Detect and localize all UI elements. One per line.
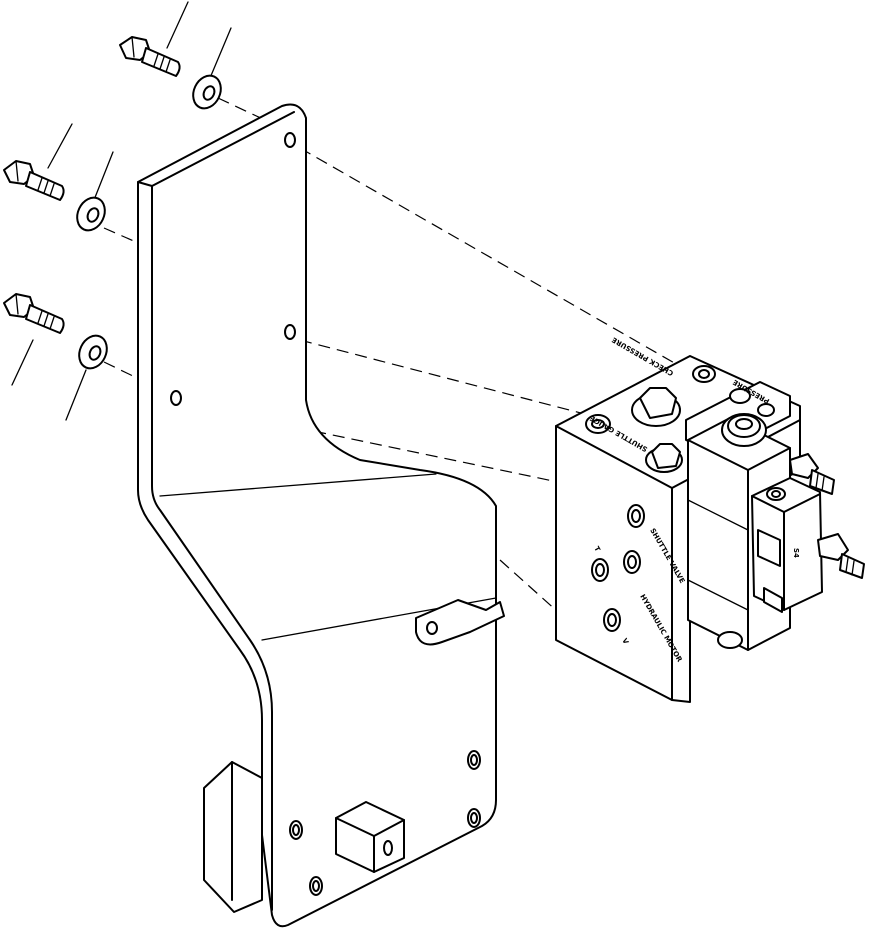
callout-leaders [11,1,232,421]
limit-switch: S4 [751,477,823,613]
connector-upper [789,453,835,495]
label-port-t: T [592,545,601,553]
mounting-bracket [137,103,505,928]
bolt-icon [3,293,65,334]
label-port-v: V [620,637,630,646]
label-check-pressure: CHECK PRESSURE [610,335,675,377]
washer-icon [78,334,108,370]
bolt-icon [119,36,181,77]
washer-icon [76,196,106,232]
bolt-icon [3,160,65,201]
label-solenoid-id: S4 [792,548,800,558]
connector-lower [817,533,865,579]
washer-icon [192,74,222,110]
